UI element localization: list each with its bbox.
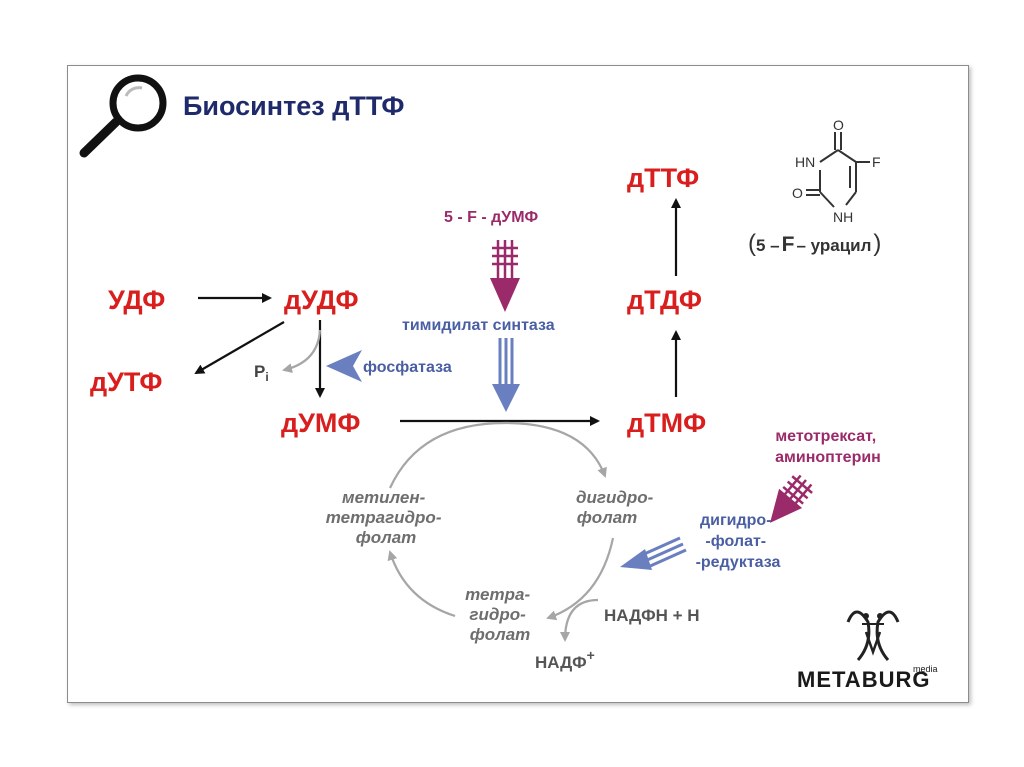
arrow-cycle-right <box>546 537 615 621</box>
struct-hn: HN <box>795 154 815 170</box>
metabolite-dudf: дУДФ <box>284 285 359 315</box>
nadp-main: НАДФ <box>535 653 587 672</box>
caption-open: ( <box>748 230 756 257</box>
metabolite-udf: УДФ <box>108 285 165 315</box>
pi-main: P <box>254 362 265 381</box>
logo-brand: METABURG <box>797 667 930 692</box>
arrow-cycle-left <box>387 550 456 618</box>
enzyme-phosphatase: фосфатаза <box>363 359 452 376</box>
arrow-dudf-dutf <box>194 321 285 375</box>
cofactor-nadph: НАДФН + Н <box>604 606 700 625</box>
arrow-pi-release <box>282 329 322 374</box>
inhibitor-methotrexate: метотрексат, аминоптерин <box>775 428 881 466</box>
caption-rest: – урацил <box>796 236 871 255</box>
folate-dihydro: дигидро- фолат <box>576 488 658 527</box>
phosphatase-arrowhead <box>326 350 362 382</box>
arrow-cycle-top <box>389 421 607 489</box>
enzyme-dhfr: дигидро- -фолат- -редуктаза <box>696 512 781 571</box>
metaburg-logo: media METABURG <box>797 610 938 692</box>
inhibition-arrow-methotrexate <box>770 474 813 523</box>
enzyme-thymidylate-synthase: тимидилат синтаза <box>402 317 555 334</box>
enzyme-arrow-dhfr <box>620 536 687 570</box>
structure-caption: (5 –F– урацил) <box>748 230 881 257</box>
struct-o-left: O <box>792 185 803 201</box>
arrow-nadph-nadp <box>560 598 599 642</box>
page-title: Биосинтез дТТФ <box>183 91 404 121</box>
folate-methylene: метилен- тетрагидро- фолат <box>326 488 446 547</box>
metabolite-dutf: дУТФ <box>90 367 162 397</box>
cofactor-nadp: НАДФ+ <box>535 647 595 672</box>
metabolite-dttf: дТТФ <box>627 163 699 193</box>
folate-tetrahydro: тетра- гидро- фолат <box>465 585 535 644</box>
magnifier-icon <box>79 74 167 158</box>
metabolite-dumf: дУМФ <box>281 408 360 438</box>
caption-close: ) <box>873 230 881 257</box>
metabolite-dtdf: дТДФ <box>627 285 702 315</box>
metabolite-dtmf: дТМФ <box>627 408 706 438</box>
struct-f: F <box>872 154 881 170</box>
struct-o-top: O <box>833 117 844 133</box>
nadp-charge: + <box>587 647 595 663</box>
inhibitor-fdump: 5 - F - дУМФ <box>444 209 539 226</box>
caption-5: 5 – <box>756 236 780 255</box>
fluorouracil-structure: HN O F O NH <box>792 117 881 225</box>
inhibition-arrow-fdump <box>490 240 520 312</box>
enzyme-arrow-ts <box>492 338 520 412</box>
pi-sub: i <box>265 370 268 384</box>
logo-media: media <box>913 664 938 674</box>
struct-nh: NH <box>833 209 853 225</box>
pi-label: Pi <box>254 362 269 384</box>
caption-f: F <box>782 233 795 256</box>
